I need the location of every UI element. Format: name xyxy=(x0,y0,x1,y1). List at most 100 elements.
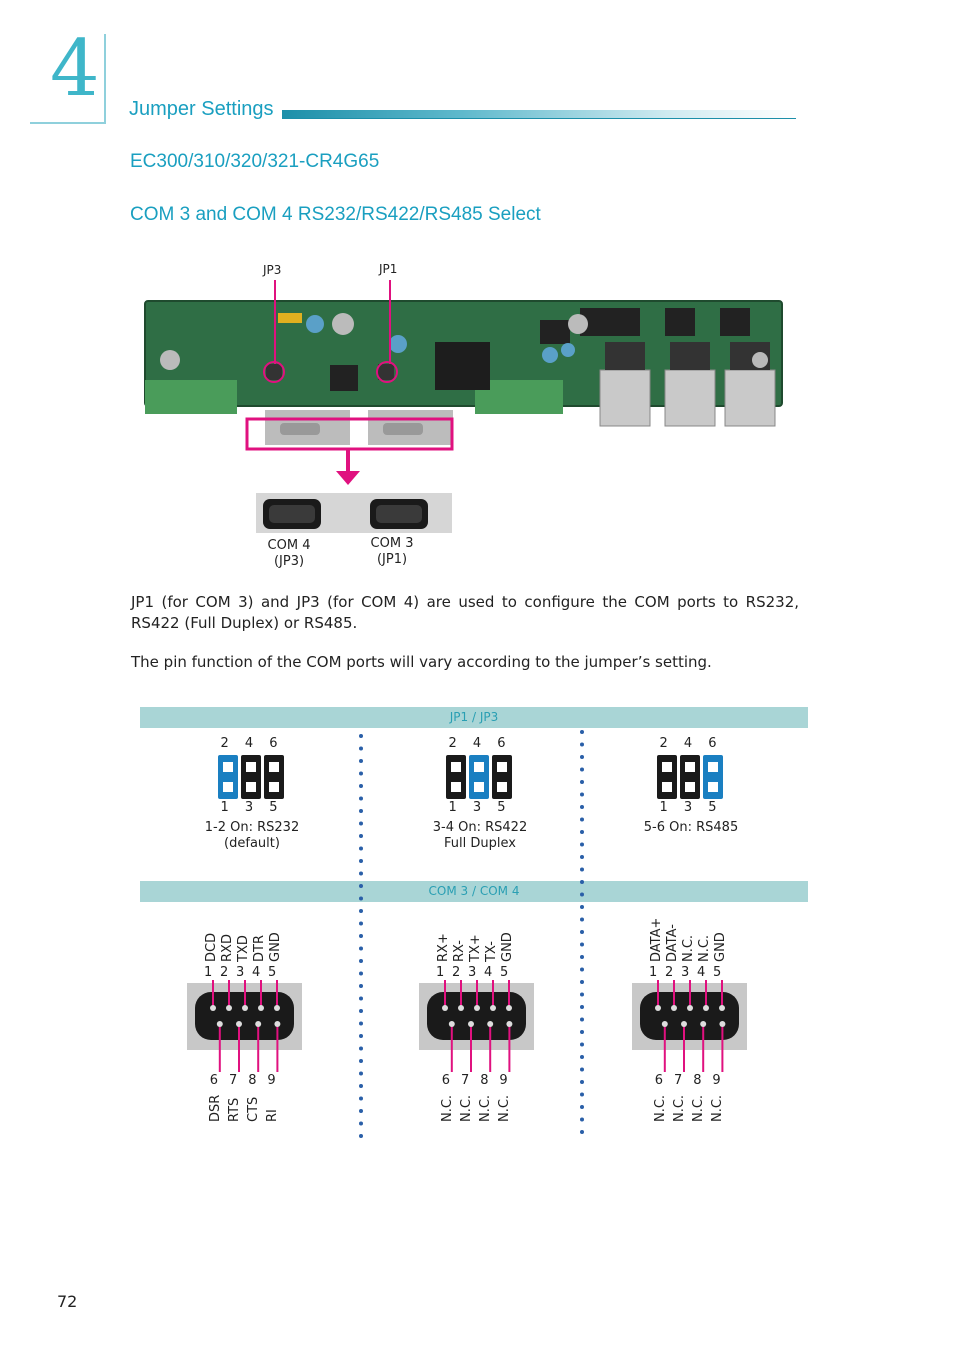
separator-dot xyxy=(580,892,584,897)
jp1-circle xyxy=(376,361,398,383)
jumper-pin xyxy=(685,762,695,772)
jumper-pin xyxy=(269,762,279,772)
separator-dot xyxy=(359,1021,363,1026)
pin-dot xyxy=(236,1021,242,1027)
separator-dot xyxy=(359,909,363,913)
chapter-divider-vertical xyxy=(104,34,106,124)
separator-dot xyxy=(580,730,584,734)
pin-number: 8 xyxy=(248,1073,257,1088)
pin-number: 7 xyxy=(229,1073,238,1088)
separator-dot xyxy=(580,817,584,822)
pin-number: 5 xyxy=(500,965,509,980)
signal-label: RTS xyxy=(227,1097,242,1122)
pin-number: 2 xyxy=(220,965,229,980)
signal-label: N.C. xyxy=(672,1094,687,1122)
pin-number: 2 xyxy=(452,965,461,980)
signal-label: RI xyxy=(265,1109,281,1122)
pin-dot xyxy=(458,1005,464,1011)
separator-dot xyxy=(359,1084,363,1088)
chapter-divider-horizontal xyxy=(30,122,106,124)
signal-label: DCD xyxy=(204,932,219,962)
jumper-top-pins: 2 4 6 xyxy=(220,736,284,751)
section-bar-line xyxy=(282,118,796,119)
pin-dot xyxy=(255,1021,262,1027)
board-illustration xyxy=(144,280,783,533)
separator-dot xyxy=(580,917,584,922)
separator-dot xyxy=(580,1067,584,1072)
separator-dot xyxy=(359,1109,363,1113)
pin-dot xyxy=(490,1005,496,1011)
separator-dot xyxy=(580,805,584,809)
signal-label: N.C. xyxy=(691,1094,707,1122)
separator-dot xyxy=(359,921,363,926)
separator-dot xyxy=(359,771,363,776)
paragraph-1: JP1 (for COM 3) and JP3 (for COM 4) are … xyxy=(131,593,799,632)
jumper-pin xyxy=(497,782,507,792)
signal-label: N.C. xyxy=(478,1094,494,1122)
separator-dot xyxy=(580,1017,584,1022)
signal-label: DSR xyxy=(207,1094,223,1122)
section-bar xyxy=(282,110,796,119)
separator-dot xyxy=(580,1092,584,1097)
jumper-pin xyxy=(497,762,507,772)
pin-number: 6 xyxy=(209,1073,219,1088)
separator-dot xyxy=(359,934,363,938)
pin-dot xyxy=(448,1021,455,1027)
separator-dot xyxy=(359,796,363,801)
signal-label: N.C. xyxy=(710,1094,726,1122)
signal-label: CTS xyxy=(246,1096,262,1122)
pin-dot xyxy=(258,1005,264,1011)
pin-dot xyxy=(661,1021,668,1027)
jumper-cap-on xyxy=(703,755,723,799)
pin-number: 6 xyxy=(654,1073,664,1088)
com3-label: COM 3(JP1) xyxy=(370,536,414,567)
pin-number: 3 xyxy=(681,965,690,980)
jumper-pin xyxy=(269,782,279,792)
jp3-label: JP3 xyxy=(263,263,282,277)
pin-dot xyxy=(681,1021,687,1027)
separator-dot xyxy=(359,1046,363,1051)
jumper-caption: 5-6 On: RS485 xyxy=(643,820,739,835)
separator-dot xyxy=(359,759,363,763)
pin-number: 9 xyxy=(499,1073,508,1088)
separator-dot xyxy=(580,1042,584,1047)
pin-number: 5 xyxy=(713,965,722,980)
separator-dot xyxy=(359,1009,363,1013)
pin-dot xyxy=(442,1005,448,1011)
separator-dot xyxy=(359,871,363,876)
pin-number: 1 xyxy=(436,965,445,980)
signal-label: TX- xyxy=(484,941,499,962)
separator-right xyxy=(580,730,584,1134)
separator-dot xyxy=(580,830,584,834)
pin-dot xyxy=(210,1005,216,1011)
jumper-pin xyxy=(223,762,233,772)
separator-dot xyxy=(580,930,584,934)
chapter-number: 4 xyxy=(50,24,100,114)
jumper-pin xyxy=(708,762,718,772)
db9-connector xyxy=(632,980,747,1072)
jumper-pin xyxy=(451,762,461,772)
jumper-caption: 1-2 On: RS232(default) xyxy=(204,820,300,851)
pin-number: 1 xyxy=(649,965,658,980)
separator-dot xyxy=(580,767,584,772)
jumper-diagram xyxy=(657,755,723,799)
pin-dot xyxy=(468,1021,474,1027)
jumper-band: JP1 / JP3 xyxy=(140,707,808,728)
separator-dot xyxy=(359,946,363,951)
separator-dot xyxy=(359,1034,363,1038)
pin-dot xyxy=(703,1005,709,1011)
signal-label: RXD xyxy=(220,934,235,962)
separator-dot xyxy=(359,846,363,851)
com-band: COM 3 / COM 4 xyxy=(140,881,808,902)
com4-label: COM 4(JP3) xyxy=(267,538,311,569)
jumper-diagram xyxy=(218,755,284,799)
pin-dot xyxy=(719,1005,725,1011)
jumper-cap-on xyxy=(218,755,238,799)
pin-number: 2 xyxy=(665,965,674,980)
separator-dot xyxy=(359,859,363,863)
pin-number: 3 xyxy=(468,965,477,980)
jumper-pin-pair xyxy=(492,755,512,799)
pin-dot xyxy=(671,1005,677,1011)
section-title: Jumper Settings xyxy=(129,98,274,120)
